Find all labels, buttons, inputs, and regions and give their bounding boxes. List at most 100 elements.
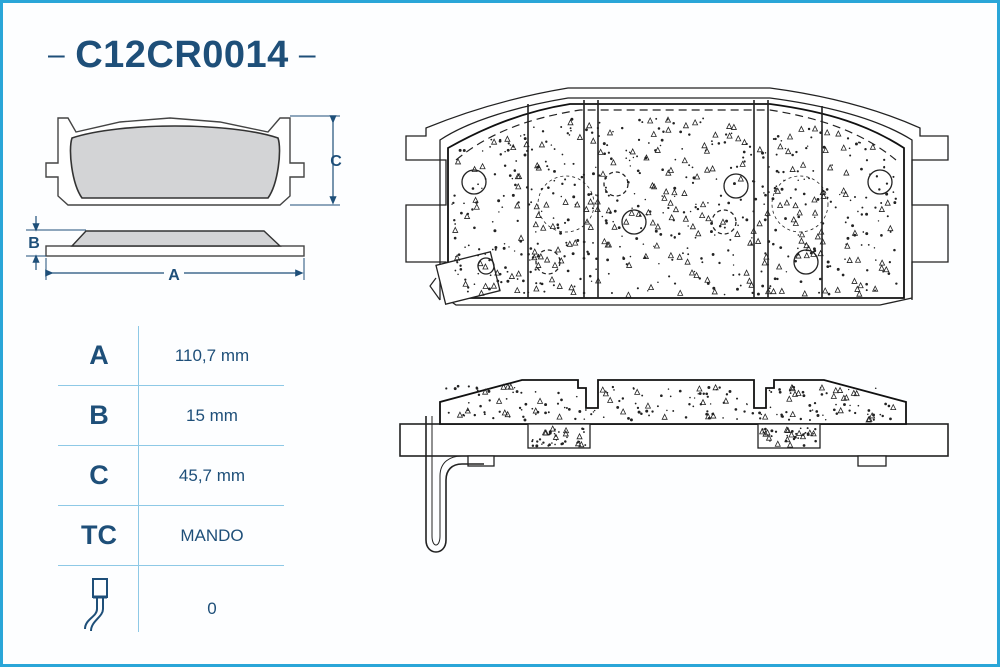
speckle xyxy=(544,411,547,415)
speckle xyxy=(561,442,565,445)
speckle xyxy=(653,242,661,249)
speckle xyxy=(748,281,755,288)
speckle xyxy=(806,429,813,436)
speckle xyxy=(725,393,729,396)
speckle xyxy=(865,196,868,199)
speckle xyxy=(747,239,754,246)
speckle xyxy=(699,200,707,208)
speckle xyxy=(519,239,523,243)
speckle xyxy=(535,282,538,285)
speckle xyxy=(607,272,610,275)
speckle xyxy=(754,237,762,244)
speckle xyxy=(477,254,479,257)
speckle xyxy=(748,145,752,148)
speckle xyxy=(457,273,459,276)
speckle xyxy=(511,177,514,180)
speckle xyxy=(542,429,550,436)
speckle xyxy=(655,117,658,120)
speckle xyxy=(844,258,846,260)
speckle xyxy=(843,394,850,401)
speckle xyxy=(506,270,509,273)
speckle xyxy=(612,130,614,133)
speckle xyxy=(551,261,559,268)
spec-key: A xyxy=(89,340,109,370)
speckle xyxy=(789,392,792,394)
speckle xyxy=(525,186,529,189)
speckle xyxy=(695,229,702,237)
speckle xyxy=(668,213,675,221)
speckle xyxy=(831,164,833,166)
speckle xyxy=(770,391,773,394)
speckle xyxy=(846,256,853,263)
speckle xyxy=(853,389,860,397)
speckle xyxy=(672,219,675,222)
speckle xyxy=(812,247,816,251)
speckle xyxy=(789,410,796,417)
speckle xyxy=(593,409,596,412)
speckle xyxy=(568,283,575,291)
spec-key: TC xyxy=(81,520,117,550)
speckle xyxy=(835,130,842,137)
speckle xyxy=(667,388,670,390)
speckle xyxy=(784,426,792,433)
speckle xyxy=(661,413,668,420)
speckle xyxy=(531,248,538,255)
speckle xyxy=(762,431,765,433)
speckle xyxy=(587,198,594,205)
speckle xyxy=(583,431,585,433)
speckle xyxy=(512,145,515,148)
speckle xyxy=(576,441,579,444)
speckle xyxy=(753,180,756,183)
speckle xyxy=(875,175,879,178)
speckle xyxy=(799,280,803,284)
speckle xyxy=(760,270,763,273)
speckle xyxy=(726,122,733,129)
speckle xyxy=(597,148,604,155)
spec-row-b: B 15 mm xyxy=(58,386,284,446)
speckle xyxy=(526,149,529,152)
speckle xyxy=(598,121,601,124)
speckle xyxy=(750,243,753,246)
page-title: – C12CR0014 – xyxy=(38,30,326,80)
spec-value: 15 mm xyxy=(186,405,238,425)
speckle xyxy=(475,387,479,390)
speckle xyxy=(857,404,860,407)
speckle xyxy=(750,153,753,156)
speckle xyxy=(734,230,741,237)
speckle xyxy=(625,263,628,266)
speckle xyxy=(598,174,601,177)
speckle xyxy=(638,118,641,122)
speckle xyxy=(544,160,547,163)
speckle xyxy=(560,126,563,129)
speckle xyxy=(568,134,571,136)
speckle xyxy=(565,244,568,247)
speckle xyxy=(776,201,784,209)
speckle xyxy=(566,436,568,439)
speckle xyxy=(775,185,778,188)
speckle xyxy=(576,239,580,242)
speckle xyxy=(818,291,821,294)
speckle xyxy=(523,418,527,422)
speckle xyxy=(673,236,676,239)
speckle xyxy=(570,117,574,121)
speckle xyxy=(575,395,578,398)
speckle xyxy=(769,440,771,442)
speckle xyxy=(636,169,640,173)
speckle xyxy=(799,427,802,430)
speckle xyxy=(650,183,658,190)
speckle xyxy=(459,264,462,267)
speckle xyxy=(859,141,861,144)
speckle xyxy=(890,403,897,411)
speckle xyxy=(801,290,808,297)
speckle xyxy=(454,158,462,165)
speckle xyxy=(569,127,572,130)
speckle xyxy=(520,253,523,256)
speckle xyxy=(776,277,779,281)
speckle xyxy=(778,390,782,394)
speckle xyxy=(456,384,460,388)
speckle xyxy=(504,135,511,142)
speckle xyxy=(464,246,466,248)
speckle xyxy=(560,195,563,198)
speckle xyxy=(604,219,608,223)
speckle xyxy=(592,242,594,244)
